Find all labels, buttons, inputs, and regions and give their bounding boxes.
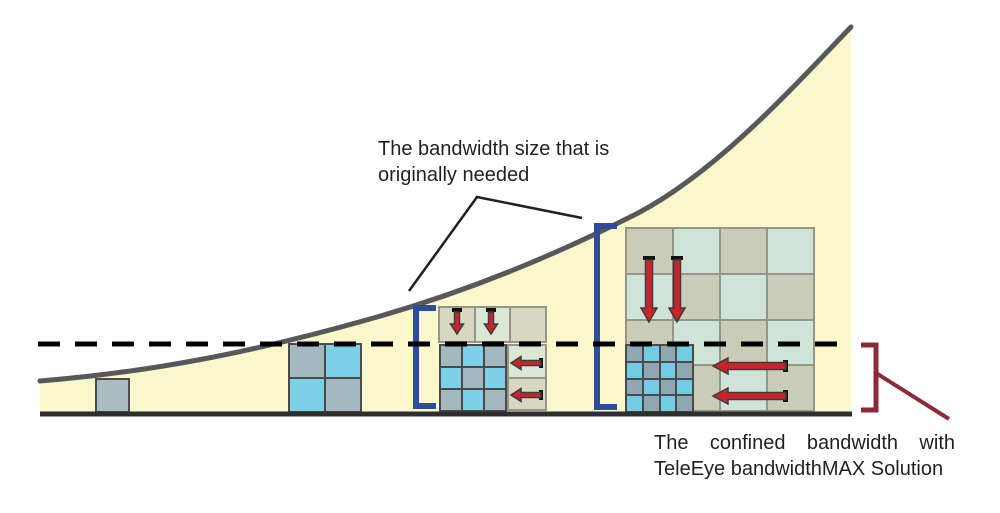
cell [721, 229, 766, 273]
cell [721, 274, 766, 319]
cell [511, 308, 545, 341]
cell [441, 368, 461, 388]
cell [326, 345, 360, 377]
cell [643, 362, 659, 378]
confined-bandwidth-label: The confined bandwidth with TeleEye band… [654, 430, 955, 482]
needed-bracket-large [594, 223, 617, 410]
confined-pointer-line [874, 371, 951, 421]
cell [326, 379, 360, 411]
cell [290, 379, 324, 411]
cell [677, 379, 692, 395]
cell [290, 345, 324, 377]
cell [660, 346, 676, 361]
cell [485, 346, 505, 366]
cell [485, 368, 505, 388]
cell [463, 346, 483, 366]
cell [643, 346, 659, 361]
cell [627, 346, 642, 361]
small-4x4 [625, 344, 694, 413]
grid-3x3 [439, 344, 507, 412]
left-arrow-small-1 [509, 355, 543, 371]
needed-bandwidth-label: The bandwidth size that is originally ne… [378, 136, 609, 188]
cell [643, 396, 659, 411]
bandwidth-growth-curve [37, 24, 854, 384]
cell [768, 366, 813, 410]
cell [627, 396, 642, 411]
confined-bracket [861, 342, 879, 413]
down-arrow-small-1 [449, 308, 465, 336]
cell [463, 368, 483, 388]
cell [463, 390, 483, 410]
cell [677, 362, 692, 378]
cell [485, 390, 505, 410]
left-arrow-small-2 [509, 387, 543, 403]
cell [660, 362, 676, 378]
needed-bandwidth-line2: originally needed [378, 164, 530, 186]
needed-bandwidth-line1: The bandwidth size that is [378, 138, 610, 160]
left-arrow-large-1 [711, 356, 788, 376]
needed-bracket-middle [413, 305, 436, 409]
confined-bandwidth-line1: The confined bandwidth with [654, 432, 955, 454]
cell [677, 396, 692, 411]
confined-bandwidth-line2: TeleEye bandwidthMAX Solution [654, 458, 944, 480]
cell [674, 229, 719, 273]
needed-pointer-lines [407, 195, 583, 292]
down-arrow-large-2 [667, 256, 687, 324]
cell [660, 396, 676, 411]
cell [627, 379, 642, 395]
cell [660, 379, 676, 395]
cell [441, 346, 461, 366]
down-arrow-large-1 [639, 256, 659, 324]
cell [677, 346, 692, 361]
left-arrow-large-2 [711, 386, 788, 406]
cell [768, 229, 813, 273]
down-arrow-small-2 [483, 308, 499, 336]
cell [768, 274, 813, 319]
cell [643, 379, 659, 395]
cell [441, 390, 461, 410]
cell [627, 362, 642, 378]
cell [97, 380, 128, 411]
